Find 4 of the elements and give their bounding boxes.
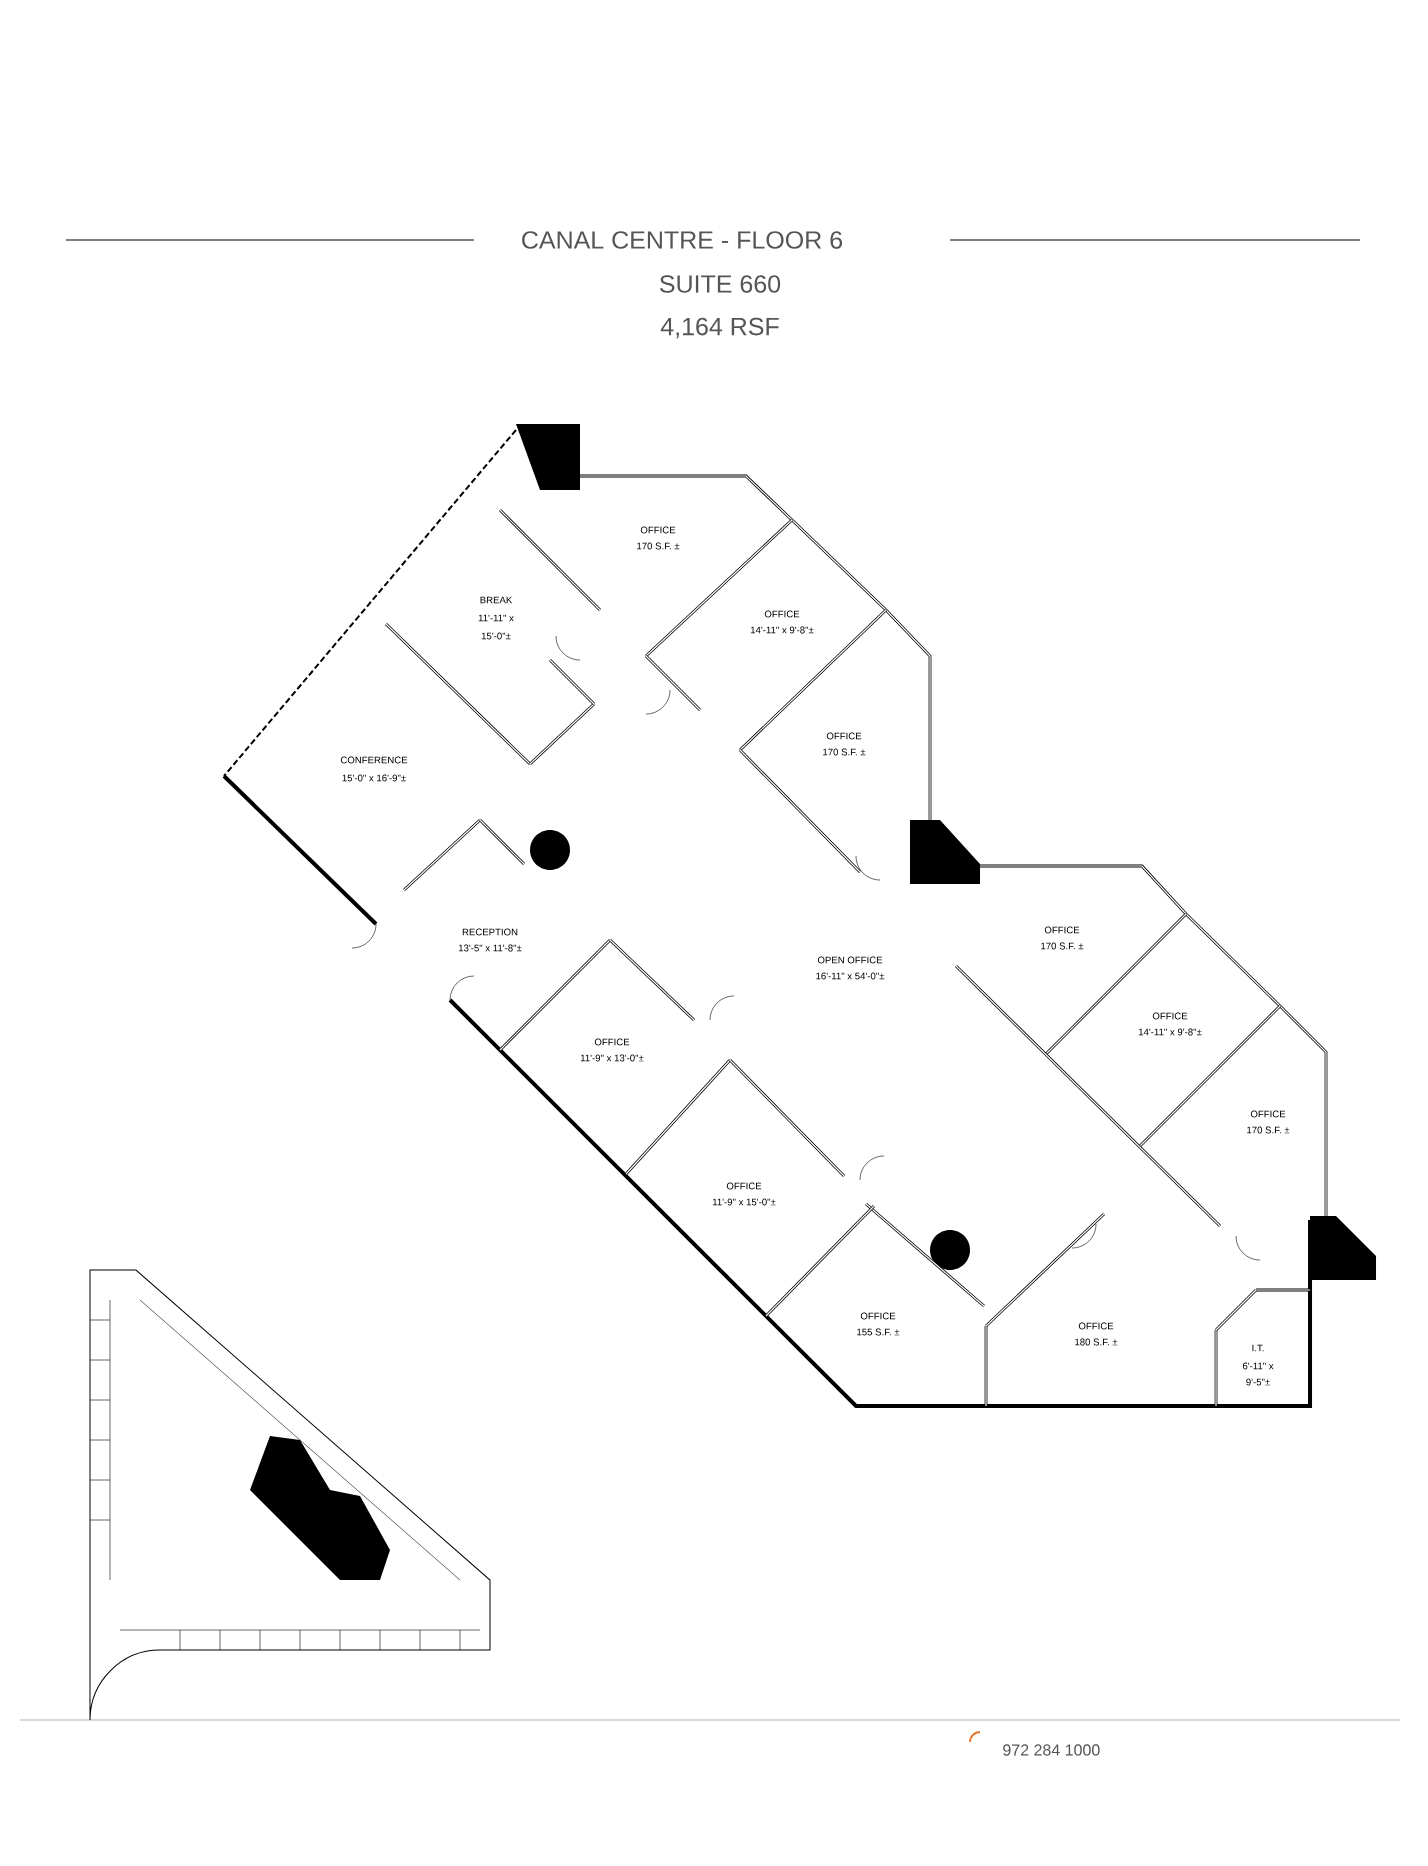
suite-info: 4,164 RSF <box>660 317 779 339</box>
suite-info: SUITE 660 <box>660 275 781 293</box>
page-title: CANAL CENTRE - FLOOR 6 <box>522 231 842 249</box>
phone-number: 972 284 1000 <box>1003 1744 1100 1756</box>
